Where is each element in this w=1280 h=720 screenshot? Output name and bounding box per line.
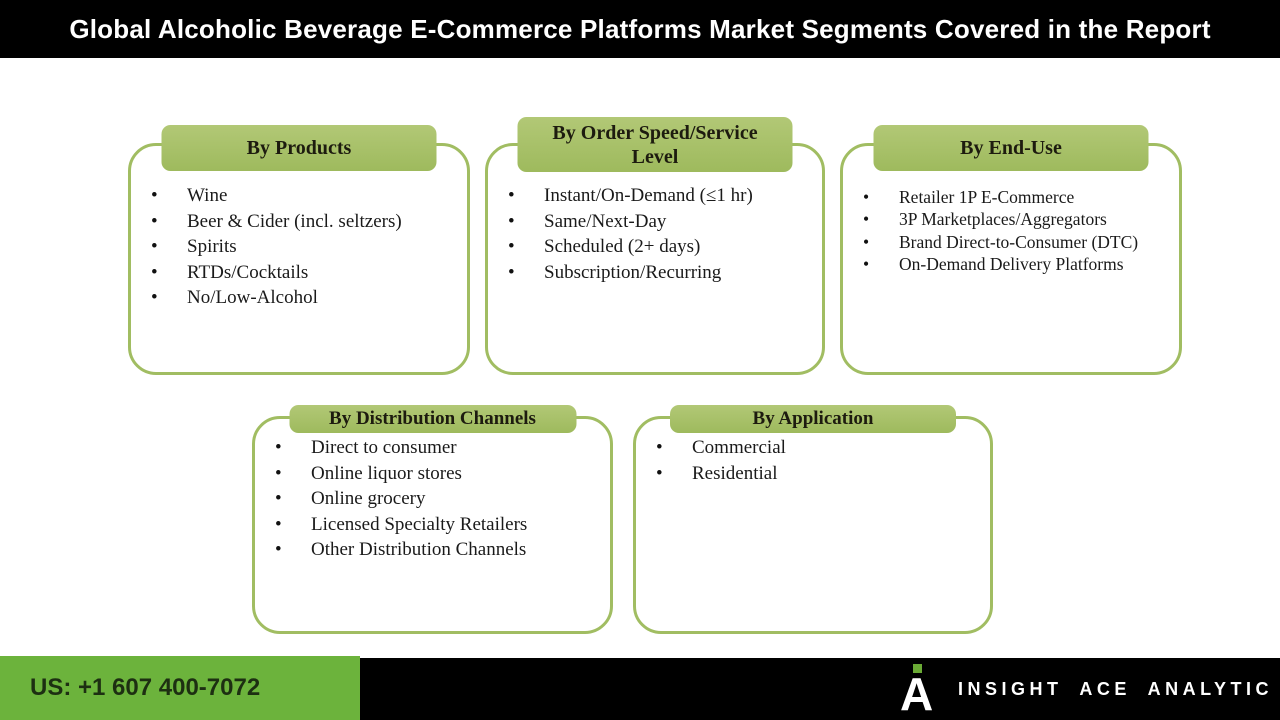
phone-number: US: +1 607 400-7072 (30, 674, 261, 701)
brand-name: INSIGHT ACE ANALYTIC (958, 678, 1274, 699)
list-item: • Commercial (656, 435, 982, 461)
list-item-label: Online grocery (311, 488, 426, 509)
bullet-icon: • (863, 254, 870, 275)
list-item: • Other Distribution Channels (275, 537, 602, 563)
list-item-label: Subscription/Recurring (544, 261, 722, 283)
list-item-label: Licensed Specialty Retailers (311, 513, 528, 535)
list-item-label: Wine (187, 185, 228, 206)
list-item-label: On-Demand Delivery Platforms (899, 254, 1124, 275)
list-item: • On-Demand Delivery Platforms (863, 253, 1171, 275)
bullet-icon: • (275, 462, 282, 484)
segment-list-distribution: • Direct to consumer • Online liquor store… (255, 419, 610, 563)
segment-header-end-use: By End-Use (873, 125, 1149, 171)
list-item: • Wine (151, 183, 459, 209)
list-item: • Residential (656, 461, 982, 487)
segment-box-distribution: By Distribution Channels • Direct to cons… (252, 405, 613, 634)
bullet-icon: • (508, 185, 515, 206)
header-bar: Global Alcoholic Beverage E-Commerce Pla… (0, 0, 1280, 58)
list-item-label: Other Distribution Channels (311, 539, 527, 560)
segment-header-distribution: By Distribution Channels (289, 405, 576, 433)
bullet-icon: • (863, 187, 870, 207)
list-item-label: Instant/On-Demand (≤1 hr) (544, 185, 753, 206)
list-item: • Retailer 1P E-Commerce (863, 186, 1171, 208)
list-item: • Direct to consumer (275, 435, 602, 461)
brand-logo-icon: A (900, 660, 940, 718)
segment-list-end-use: • Retailer 1P E-Commerce • 3P Marketplaces… (843, 146, 1179, 276)
list-item-label: Scheduled (2+ days) (544, 236, 701, 257)
bullet-icon: • (151, 210, 158, 232)
list-item-label: Residential (692, 462, 778, 484)
segment-list-products: • Wine • Beer & Cider (incl. seltzers) • Sp… (131, 146, 467, 311)
list-item-label: Commercial (692, 437, 786, 458)
list-item: • Spirits (151, 234, 459, 260)
list-item: • Same/Next-Day (508, 209, 814, 235)
footer-phone-box: US: +1 607 400-7072 (0, 656, 360, 720)
list-item-label: Online liquor stores (311, 462, 462, 484)
list-item: • Online liquor stores (275, 461, 602, 487)
segment-header-order-speed: By Order Speed/Service Level (517, 117, 793, 172)
bullet-icon: • (151, 185, 158, 206)
bullet-icon: • (151, 261, 158, 283)
list-item: • No/Low-Alcohol (151, 285, 459, 311)
list-item: • Online grocery (275, 486, 602, 512)
bullet-icon: • (656, 437, 663, 458)
list-item-label: Direct to consumer (311, 437, 457, 458)
list-item: • RTDs/Cocktails (151, 260, 459, 286)
list-item-label: Retailer 1P E-Commerce (899, 187, 1075, 207)
bullet-icon: • (275, 539, 282, 560)
list-item: • Licensed Specialty Retailers (275, 512, 602, 538)
list-item: • Beer & Cider (incl. seltzers) (151, 209, 459, 235)
list-item-label: Spirits (187, 236, 237, 257)
list-item-label: Same/Next-Day (544, 210, 667, 232)
list-item-label: RTDs/Cocktails (187, 261, 309, 283)
bullet-icon: • (275, 488, 282, 509)
segment-box-order-speed: By Order Speed/Service Level • Instant/On… (485, 117, 825, 375)
bullet-icon: • (863, 231, 870, 252)
bullet-icon: • (863, 209, 870, 230)
list-item: • 3P Marketplaces/Aggregators (863, 208, 1171, 230)
page-title: Global Alcoholic Beverage E-Commerce Pla… (69, 13, 1211, 44)
list-item: • Instant/On-Demand (≤1 hr) (508, 183, 814, 209)
segment-box-products: By Products • Wine • Beer & Cider (incl. s… (128, 125, 470, 375)
list-item-label: 3P Marketplaces/Aggregators (899, 209, 1107, 230)
bullet-icon: • (151, 236, 158, 257)
bullet-icon: • (151, 287, 158, 308)
list-item-label: No/Low-Alcohol (187, 287, 318, 308)
bullet-icon: • (656, 462, 663, 484)
logo-letter: A (900, 668, 934, 720)
segment-list-order-speed: • Instant/On-Demand (≤1 hr) • Same/Next-Da… (488, 146, 822, 285)
list-item: • Subscription/Recurring (508, 260, 814, 286)
bullet-icon: • (275, 513, 282, 535)
segment-header-products: By Products (161, 125, 437, 171)
segment-list-application: • Commercial • Residential (636, 419, 990, 486)
segment-box-end-use: By End-Use • Retailer 1P E-Commerce • 3P M… (840, 125, 1182, 375)
bullet-icon: • (275, 437, 282, 458)
list-item: • Brand Direct-to-Consumer (DTC) (863, 231, 1171, 253)
bullet-icon: • (508, 210, 515, 232)
logo-dot-icon (913, 664, 922, 673)
list-item-label: Brand Direct-to-Consumer (DTC) (899, 231, 1139, 252)
list-item: • Scheduled (2+ days) (508, 234, 814, 260)
segment-box-application: By Application • Commercial • Residential (633, 405, 993, 634)
list-item-label: Beer & Cider (incl. seltzers) (187, 210, 402, 232)
segment-header-application: By Application (670, 405, 956, 433)
bullet-icon: • (508, 261, 515, 283)
bullet-icon: • (508, 236, 515, 257)
